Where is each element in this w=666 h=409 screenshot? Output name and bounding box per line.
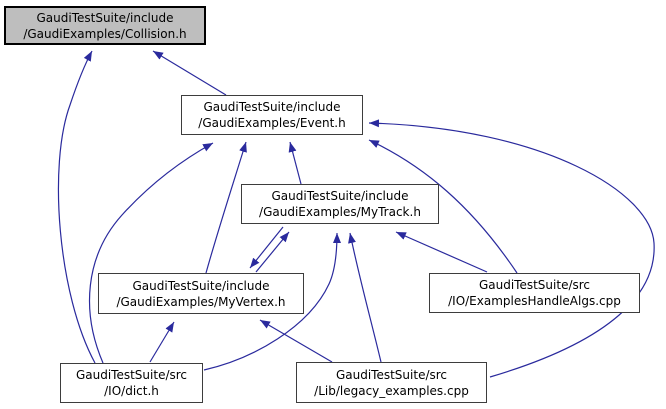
edge-myvertex-to-event [205,141,247,274]
edge-dict-to-mytrack [203,232,341,371]
node-label-line2: /GaudiExamples/Collision.h [23,26,187,41]
node-label-line1: GaudiTestSuite/include [203,100,341,114]
node-myvertex-h[interactable]: GaudiTestSuite/include /GaudiExamples/My… [98,273,304,314]
node-label-line1: GaudiTestSuite/include [132,278,270,293]
node-exampleshandlealgs-cpp[interactable]: GaudiTestSuite/src /IO/ExamplesHandleAlg… [429,273,640,313]
edge-dict-to-collision [57,50,96,364]
node-mytrack-h[interactable]: GaudiTestSuite/include /GaudiExamples/My… [241,184,439,224]
edge-dict-to-event [88,142,214,364]
node-label-line1: GaudiTestSuite/src [335,367,448,382]
node-label-line1: GaudiTestSuite/include [271,189,409,203]
node-label-line2: /GaudiExamples/MyVertex.h [116,294,286,309]
node-label-line1: GaudiTestSuite/src [75,368,188,382]
edge-mytrack-to-event [288,141,302,185]
edge-myvertex-to-mytrack [255,231,290,273]
node-label-line2: /IO/ExamplesHandleAlgs.cpp [448,294,621,308]
node-label-line2: /GaudiExamples/Event.h [198,116,346,130]
edge-eha-to-event [368,139,518,274]
node-collision-h[interactable]: GaudiTestSuite/include /GaudiExamples/Co… [4,6,206,45]
node-dict-h[interactable]: GaudiTestSuite/src /IO/dict.h [60,363,203,403]
edge-event-to-collision [152,50,227,96]
node-label-line2: /GaudiExamples/MyTrack.h [259,205,421,219]
node-legacy-examples-cpp[interactable]: GaudiTestSuite/src /Lib/legacy_examples.… [296,362,487,403]
edge-mytrack-to-myvertex [249,226,284,269]
edge-eha-to-mytrack [395,231,488,273]
node-label-line2: /IO/dict.h [104,384,159,398]
node-label-line2: /Lib/legacy_examples.cpp [314,383,469,398]
node-label-line1: GaudiTestSuite/src [478,278,591,292]
edge-dict-to-myvertex [149,321,175,363]
edge-legacy-to-event [368,119,655,378]
node-label-line1: GaudiTestSuite/include [36,10,174,25]
edge-legacy-to-mytrack [348,232,382,363]
edge-legacy-to-myvertex [259,319,333,363]
node-event-h[interactable]: GaudiTestSuite/include /GaudiExamples/Ev… [181,95,363,135]
